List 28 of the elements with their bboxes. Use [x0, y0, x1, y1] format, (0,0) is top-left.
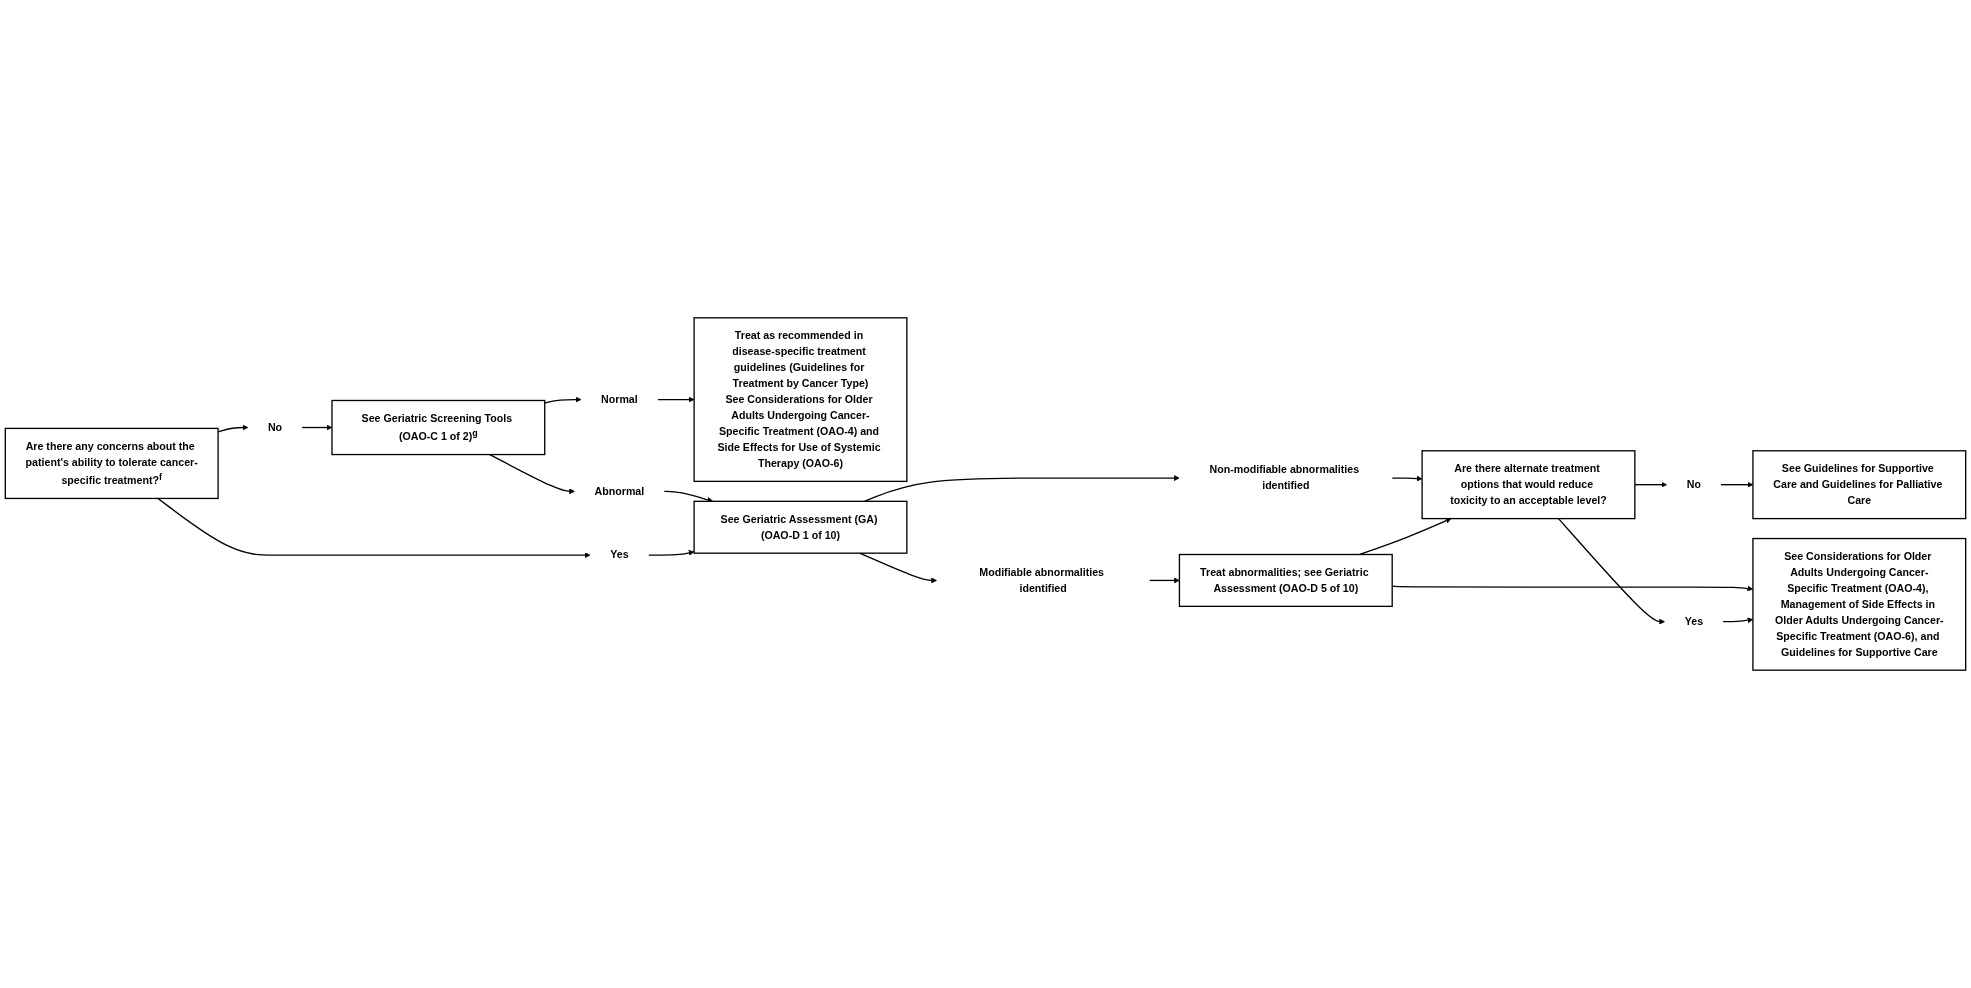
- arrow: [663, 490, 714, 503]
- arrow: [657, 396, 695, 403]
- node-text: Normal: [601, 393, 638, 405]
- node-text: No: [1686, 478, 1701, 491]
- node-text: Modifiable abnormalities identified: [979, 566, 1105, 594]
- arrow: [489, 453, 575, 495]
- node-text: No: [267, 421, 283, 433]
- arrow: [1557, 517, 1666, 625]
- node-box: See Considerations for Older Adults Undergoing Cancer-Specific Treatment (OAO-4), Management of Side Effects in Older Adults Undergoing Cancer-Specific Treatment (OAO-6), and Guidelines for Supportive Care: [1752, 537, 1967, 671]
- node-box: Treat abnormalities; see Geriatric Assessment (OAO-D 5 of 10): [1178, 553, 1393, 608]
- node-box: Treat as recommended in disease-specific treatment guidelines (Guidelines for Treatment by Cancer Type) See Considerations for Older Adults Undergoing Cancer-Specific Treatment (OAO-4) and Side Effects for Use of Systemic Therapy (OAO-6): [693, 317, 908, 483]
- node-text: Non-modifiable abnormalities identified: [1209, 464, 1360, 492]
- node-box: See Geriatric Assessment (GA) (OAO-D 1 of 10): [693, 500, 908, 554]
- arrow: [647, 550, 695, 556]
- node-box: See Guidelines for Supportive Care and Guidelines for Palliative Care: [1752, 450, 1967, 520]
- node-box: Are there any concerns about the patient's ability to tolerate cancer-specific treatment?$^{f}$: [4, 427, 219, 500]
- arrow: [1634, 481, 1668, 488]
- node-text: Abnormal: [594, 485, 645, 497]
- arrow: [1359, 518, 1452, 556]
- node-box: See Geriatric Screening Tools (OAO-C 1 of 2)$^{g}$: [331, 399, 546, 456]
- node-text: Yes: [1684, 615, 1704, 627]
- arrow: [157, 497, 591, 559]
- node-box: Are there alternate treatment options that would reduce toxicity to an acceptable level?: [1421, 450, 1636, 520]
- node-text: Yes: [610, 549, 629, 561]
- arrow: [544, 396, 582, 404]
- arrow: [1391, 475, 1423, 482]
- arrow: [863, 475, 1180, 502]
- arrow: [1148, 577, 1180, 584]
